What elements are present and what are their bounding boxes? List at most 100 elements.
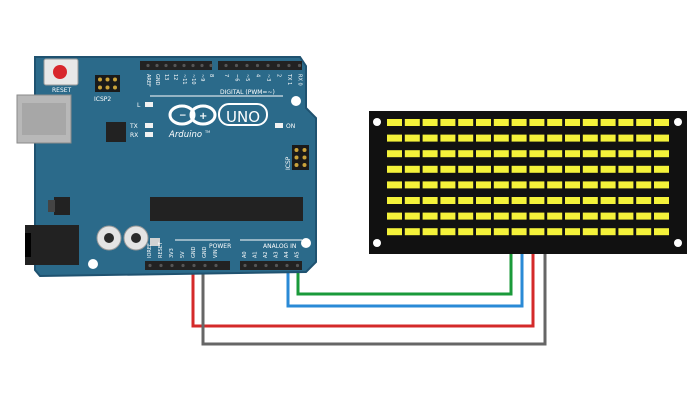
matrix-led <box>440 150 456 158</box>
wire-green <box>296 248 513 296</box>
matrix-led <box>582 119 598 126</box>
matrix-led <box>476 150 491 158</box>
led-on <box>275 123 283 128</box>
reset-button-cap[interactable] <box>53 65 67 79</box>
header-pin <box>105 85 110 90</box>
matrix-led <box>511 181 527 189</box>
matrix-led <box>547 212 563 220</box>
bottom-pin-hole <box>274 263 279 268</box>
digital-pin-hole <box>155 63 159 68</box>
matrix-led <box>565 212 580 220</box>
header-pin <box>113 85 117 90</box>
matrix-led <box>387 228 402 236</box>
power-jack-tab <box>25 233 31 257</box>
matrix-led <box>618 119 634 126</box>
bottom-pin-label: IOREF <box>147 243 153 258</box>
bottom-pin-hole <box>148 263 152 268</box>
matrix-led <box>565 150 580 158</box>
mounting-hole <box>291 96 301 106</box>
matrix-led <box>476 165 491 173</box>
matrix-led <box>529 228 545 236</box>
digital-pin-label: RX 0 <box>297 74 303 86</box>
matrix-led <box>440 228 456 236</box>
arduino-logo: − + <box>168 104 217 126</box>
header-pin <box>113 77 117 82</box>
digital-pin-hole <box>224 63 228 68</box>
matrix-led <box>476 212 491 220</box>
matrix-led <box>404 181 420 189</box>
bottom-pin-hole <box>243 263 247 268</box>
matrix-led <box>404 197 420 204</box>
matrix-led <box>458 181 474 189</box>
icsp-label: ICSP <box>285 156 292 170</box>
matrix-led <box>422 134 438 142</box>
crystal <box>150 238 160 246</box>
capacitor <box>104 233 114 243</box>
matrix-led <box>565 197 580 204</box>
bottom-pin-label: GND <box>202 246 208 258</box>
matrix-led <box>600 119 616 126</box>
matrix-led <box>582 165 598 173</box>
brand-label: Arduino <box>168 130 202 140</box>
digital-pin-hole <box>276 63 281 68</box>
matrix-led <box>600 197 616 204</box>
matrix-led <box>654 134 669 142</box>
header-pin <box>302 155 307 160</box>
matrix-led <box>582 197 598 204</box>
matrix-led <box>476 197 491 204</box>
svg-text:−: − <box>179 111 187 121</box>
matrix-led <box>440 119 456 126</box>
matrix-led <box>511 119 527 126</box>
matrix-led <box>618 150 634 158</box>
matrix-led <box>582 212 598 220</box>
matrix-led <box>636 119 652 126</box>
matrix-led <box>529 212 545 220</box>
matrix-led <box>636 181 652 189</box>
led-tx-label: TX <box>129 123 138 130</box>
matrix-led <box>387 134 402 142</box>
bottom-pin-hole <box>285 263 289 268</box>
power-jack <box>25 225 79 265</box>
matrix-led <box>440 212 456 220</box>
matrix-led <box>600 212 616 220</box>
led-matrix-module <box>369 111 687 254</box>
digital-pin-label: GND <box>154 74 160 86</box>
power-label: POWER <box>209 243 231 250</box>
regulator <box>54 197 70 215</box>
led-l <box>145 102 153 107</box>
digital-pin-label: 7 <box>223 74 229 77</box>
matrix-led <box>404 228 420 236</box>
bottom-pin-label: A2 <box>263 251 269 258</box>
icsp2-header <box>95 75 120 92</box>
matrix-led <box>458 134 474 142</box>
matrix-led <box>476 181 491 189</box>
digital-pin-label: 12 <box>172 74 178 80</box>
matrix-led <box>422 228 438 236</box>
matrix-led <box>511 212 527 220</box>
matrix-led <box>547 165 563 173</box>
matrix-led <box>493 228 509 236</box>
bottom-pin-hole <box>214 263 218 268</box>
bottom-pin-hole <box>264 263 268 268</box>
matrix-led <box>458 119 474 126</box>
wire-blue <box>286 248 524 308</box>
matrix-led <box>387 197 402 204</box>
digital-pin-hole <box>209 63 213 68</box>
matrix-led <box>565 134 580 142</box>
bottom-pin-label: A3 <box>274 251 280 258</box>
matrix-led <box>493 134 509 142</box>
matrix-led <box>440 197 456 204</box>
matrix-led <box>493 181 509 189</box>
digital-pin-hole <box>182 63 186 68</box>
matrix-led <box>654 165 669 173</box>
regulator-tab <box>48 200 55 212</box>
matrix-led <box>458 228 474 236</box>
analog-label: ANALOG IN <box>263 243 296 250</box>
matrix-led <box>565 228 580 236</box>
bottom-pin-label: GND <box>191 246 197 258</box>
matrix-led <box>618 181 634 189</box>
matrix-led <box>565 165 580 173</box>
digital-pin-label: AREF <box>145 74 151 87</box>
matrix-led <box>422 181 438 189</box>
